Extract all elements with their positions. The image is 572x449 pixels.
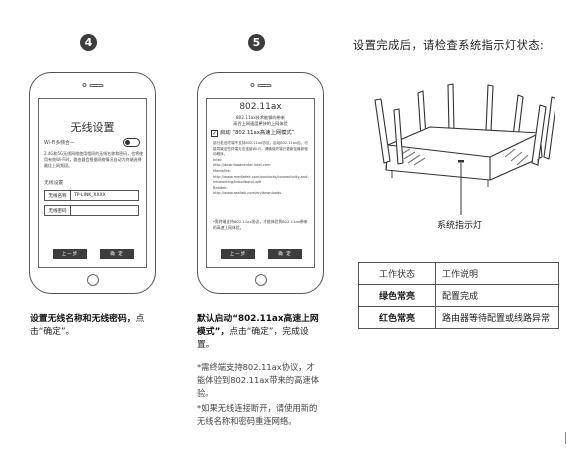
ax-mode-label: 启动 “802.11ax高速上网模式” — [220, 130, 295, 136]
wireless-section-label: 无线设置 — [44, 181, 64, 186]
header-state: 工作状态 — [358, 262, 436, 285]
screen-title: 无线设置 — [70, 121, 115, 134]
phone-wireless-settings: 无线设置 Wi-Fi多频合一 2.4G和5G无线网络使用相同的无线名称和密码，也… — [29, 72, 156, 294]
step4-caption-rest: 点击“确定”。 — [30, 314, 145, 337]
ax-mode-checkbox[interactable]: ✓ — [211, 130, 218, 137]
step5-caption: 默认启动“802.11ax高速上网模式”，点击“确定”，完成设置。 — [197, 313, 325, 352]
router-illustration — [374, 83, 555, 215]
row-state: 红色常亮 — [358, 306, 436, 329]
system-indicator-label: 系统指示灯 — [437, 221, 483, 231]
header-description: 工作说明 — [435, 262, 559, 285]
status-table: 工作状态 工作说明 绿色常亮 配置完成 红色常亮 路由器等待配置或线路异常 — [358, 262, 559, 329]
row-state: 绿色常亮 — [358, 284, 436, 307]
status-table-header: 工作状态 工作说明 — [358, 262, 559, 285]
prev-button[interactable]: 上一步 — [53, 249, 87, 259]
table-row: 绿色常亮 配置完成 — [358, 284, 559, 307]
phone-screen: 无线设置 Wi-Fi多频合一 2.4G和5G无线网络使用相同的无线名称和密码，也… — [38, 98, 147, 268]
screen-subtitle-1: 802.11ax技术能够向带来 — [235, 115, 285, 120]
screen-title: 802.11ax — [239, 102, 282, 112]
note-reconnect: *如果无线连接断开，请使用新的无线名称和密码重连网络。 — [197, 403, 318, 426]
wifi-merge-description: 2.4G和5G无线网络使用相同的无线名称和密码，也将使用有效Wi-Fi时，路由器… — [44, 151, 144, 168]
row-description: 配置完成 — [435, 284, 559, 307]
wireless-name-field[interactable]: 无线名称 TP-LINK_XXXX — [44, 190, 139, 201]
wireless-password-label: 无线密码 — [45, 206, 71, 215]
row-description: 路由器等待配置或线路异常 — [435, 306, 559, 329]
step5-caption-rest: 点击“确定”，完成设置。 — [197, 327, 309, 350]
step4-caption-bold: 设置无线名称和无线密码， — [30, 314, 136, 324]
wireless-name-value: TP-LINK_XXXX — [74, 193, 106, 198]
phone-80211ax-settings: 802.11ax 802.11ax技术能够向带来 高吞上网速度更快的上网体验 ✓… — [197, 72, 324, 294]
ax-support-note: *需终端支持802.11ax协议，才能体验到802.11ax带来的高速上网体验。 — [213, 219, 308, 230]
wireless-password-field[interactable]: 无线密码 — [44, 205, 139, 216]
confirm-button[interactable]: 确 定 — [100, 249, 134, 259]
wireless-name-label: 无线名称 — [45, 191, 71, 200]
prev-button[interactable]: 上一步 — [221, 249, 255, 259]
note-ax-support: *需终端支持802.11ax协议，才能体验到802.11ax带来的高速体验。 — [197, 362, 319, 398]
step4-caption: 设置无线名称和无线密码，点击“确定”。 — [30, 313, 162, 339]
step5-caption-bold: 默认启动“802.11ax高速上网模式”， — [197, 314, 319, 337]
status-check-title: 设置完成后，请检查系统指示灯状态: — [353, 39, 545, 52]
step-number-4: 4 — [80, 34, 97, 51]
phone-camera — [250, 83, 271, 87]
wifi-merge-toggle[interactable] — [123, 138, 140, 147]
phone-camera — [82, 83, 103, 87]
ax-driver-info: 部分老旧终端不支持802.11ax协议，启动802.11ax后，可能导致这些终端… — [213, 141, 309, 196]
wifi-merge-label: Wi-Fi多频合一 — [44, 141, 75, 146]
screen-subtitle-2: 高吞上网速度更快的上网体验 — [233, 121, 288, 126]
phone-screen: 802.11ax 802.11ax技术能够向带来 高吞上网速度更快的上网体验 ✓… — [206, 98, 315, 268]
phone-home-button — [86, 274, 99, 286]
phone-home-button — [254, 274, 267, 286]
confirm-button[interactable]: 确 定 — [268, 249, 302, 259]
table-row: 红色常亮 路由器等待配置或线路异常 — [358, 306, 559, 329]
step-number-5: 5 — [248, 34, 265, 51]
page-edge-mark — [565, 432, 569, 444]
